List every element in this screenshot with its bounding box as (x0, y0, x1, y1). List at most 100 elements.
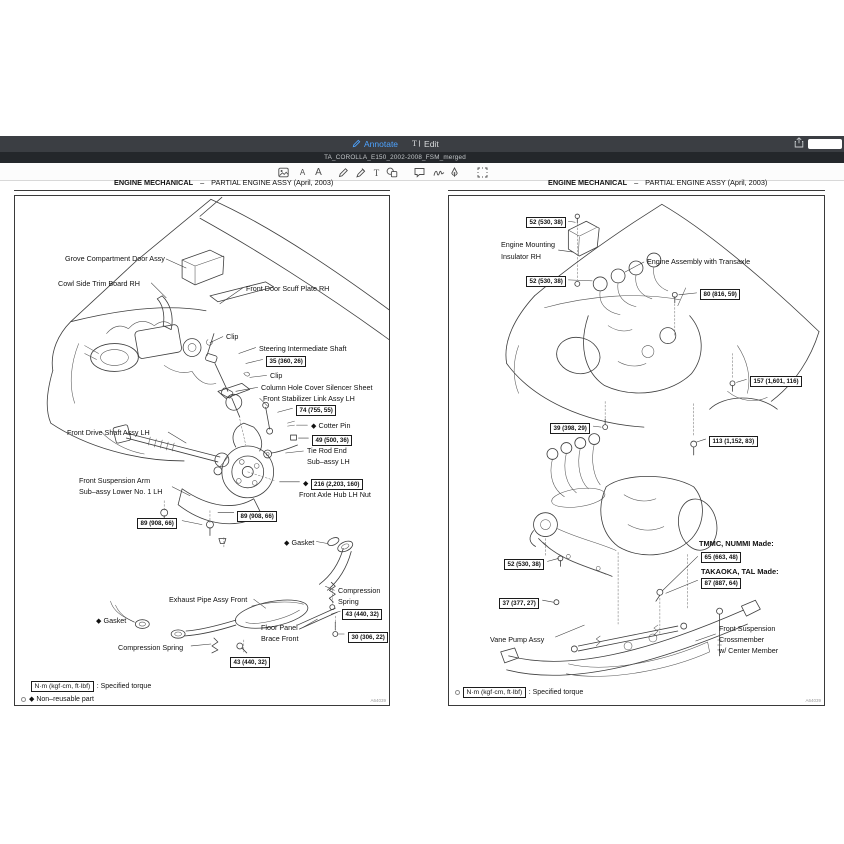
selection-icon[interactable] (476, 166, 489, 179)
torque-216-box: 216 (2,203, 160) (310, 479, 363, 490)
label-front-axle-hub-nut: Front Axle Hub LH Nut (299, 490, 371, 499)
thumbnails-icon[interactable] (277, 166, 290, 179)
annotate-button[interactable]: Annotate (352, 139, 398, 150)
torque-37-box: 37 (377, 27) (499, 598, 540, 609)
label-vane-pump: Vane Pump Assy (490, 635, 545, 644)
torque-37: 37 (377, 27) (499, 598, 540, 609)
torque-52-low-box: 52 (530, 38) (504, 559, 545, 570)
torque-65-box: 65 (663, 48) (701, 552, 742, 563)
torque-87: 87 (887, 64) (701, 578, 742, 589)
label-front-suspension-arm-2: Sub–assy Lower No. 1 LH (79, 487, 163, 496)
label-cowl-side-trim: Cowl Side Trim Board RH (58, 279, 140, 288)
legend-nonreusable: ◆ Non–reusable part (21, 695, 94, 703)
torque-35-box: 35 (360, 26) (266, 356, 307, 367)
diagram-art-left (46, 196, 389, 654)
label-front-crossmember-1: Front Suspension (719, 624, 776, 633)
page-header: ENGINE MECHANICAL–PARTIAL ENGINE ASSY (A… (448, 178, 825, 191)
label-cotter-pin: ◆ Cotter Pin (311, 421, 351, 430)
pen-icon[interactable] (448, 166, 461, 179)
window-titlebar: Annotate T Edit (0, 136, 844, 152)
torque-157: 157 (1,601, 116) (750, 376, 803, 387)
label-front-drive-shaft: Front Drive Shaft Assy LH (67, 428, 150, 437)
label-compression-spring-1b: Spring (338, 597, 359, 606)
label-exhaust-pipe-front: Exhaust Pipe Assy Front (169, 595, 248, 604)
label-floor-panel-brace-2: Brace Front (261, 634, 299, 643)
torque-52-mid-box: 52 (530, 38) (526, 276, 567, 287)
torque-43-upper-box: 43 (440, 32) (342, 609, 383, 620)
legend-torque: N·m (kgf·cm, ft·lbf) : Specified torque (455, 687, 583, 698)
label-front-suspension-arm-1: Front Suspension Arm (79, 476, 151, 485)
text-style-icon[interactable]: A (299, 168, 306, 177)
torque-80: 80 (816, 59) (700, 289, 741, 300)
torque-43-lower-box: 43 (440, 32) (230, 657, 271, 668)
signature-icon[interactable] (432, 166, 445, 179)
torque-157-box: 157 (1,601, 116) (750, 376, 803, 387)
label-clip-upper: Clip (226, 332, 239, 341)
edit-text-icon: T (412, 139, 421, 150)
legend-torque-box: N·m (kgf·cm, ft·lbf) (463, 687, 526, 698)
share-icon[interactable] (794, 135, 804, 153)
torque-113-box: 113 (1,152, 83) (709, 436, 758, 447)
link-ring-marker (21, 696, 26, 702)
torque-216: ◆ 216 (2,203, 160) (303, 479, 363, 490)
document-filename: TA_COROLLA_E150_2002-2008_FSM_merged (324, 154, 466, 161)
label-engine-assembly: Engine Assembly with Transaxle (647, 257, 751, 266)
font-icon[interactable]: A (315, 167, 322, 178)
label-compression-spring-2: Compression Spring (118, 643, 184, 652)
label-front-crossmember-2: Crossmember (719, 635, 765, 644)
label-engine-mounting-2: Insulator RH (501, 252, 541, 261)
label-gasket-upper: ◆ Gasket (284, 538, 315, 547)
edit-label: Edit (424, 139, 439, 149)
highlighter-icon[interactable] (354, 166, 367, 179)
torque-74: 74 (755, 55) (296, 405, 337, 416)
label-takaoka-tal: TAKAOKA, TAL Made: (701, 567, 779, 576)
label-tie-rod-end-2: Sub–assy LH (307, 457, 350, 466)
svg-text:T: T (412, 139, 417, 148)
search-input[interactable] (808, 139, 842, 149)
label-front-door-scuff-plate: Front Door Scuff Plate RH (246, 284, 330, 293)
label-clip-lower: Clip (270, 371, 283, 380)
torque-87-box: 87 (887, 64) (701, 578, 742, 589)
torque-52-top: 52 (530, 38) (526, 217, 567, 228)
torque-43-lower: 43 (440, 32) (230, 657, 271, 668)
shapes-icon[interactable] (385, 166, 398, 179)
non-reusable-diamond: ◆ (303, 478, 311, 488)
label-tmmc-nummi: TMMC, NUMMI Made: (699, 539, 774, 548)
label-front-crossmember-3: w/ Center Member (719, 646, 779, 655)
label-floor-panel-brace-1: Floor Panel (261, 623, 298, 632)
header-title: PARTIAL ENGINE ASSY (April, 2003) (645, 178, 768, 187)
label-engine-mounting-1: Engine Mounting (501, 240, 555, 249)
header-title: PARTIAL ENGINE ASSY (April, 2003) (211, 178, 334, 187)
torque-35: 35 (360, 26) (266, 356, 307, 367)
torque-65: 65 (663, 48) (701, 552, 742, 563)
header-section: ENGINE MECHANICAL (548, 178, 628, 187)
legend-torque-box: N·m (kgf·cm, ft·lbf) (31, 681, 94, 692)
header-section: ENGINE MECHANICAL (114, 178, 194, 187)
figure-code: A64039 (370, 698, 386, 703)
note-icon[interactable] (413, 166, 426, 179)
edit-button[interactable]: T Edit (412, 139, 439, 150)
label-glove-compartment-door: Grove Compartment Door Assy (65, 254, 165, 263)
text-tool-icon[interactable]: T (373, 167, 380, 178)
figure-code: A64039 (805, 698, 821, 703)
label-gasket-lower: ◆ Gasket (96, 616, 127, 625)
pdf-page-right: ENGINE MECHANICAL–PARTIAL ENGINE ASSY (A… (448, 178, 825, 706)
torque-89-right: 89 (908, 66) (237, 511, 278, 522)
torque-49-box: 49 (500, 36) (312, 435, 353, 446)
sketch-icon[interactable] (337, 166, 350, 179)
legend-torque: N·m (kgf·cm, ft·lbf) : Specified torque (31, 681, 151, 692)
annotation-toolbar: A A T (0, 163, 844, 181)
torque-39: 39 (398, 29) (550, 423, 591, 434)
torque-52-mid: 52 (530, 38) (526, 276, 567, 287)
label-front-stabilizer-link: Front Stabilizer Link Assy LH (263, 394, 355, 403)
torque-89-left-box: 89 (908, 66) (137, 518, 178, 529)
filename-bar: TA_COROLLA_E150_2002-2008_FSM_merged (0, 152, 844, 163)
label-tie-rod-end-1: Tie Rod End (307, 446, 347, 455)
torque-89-left: 89 (908, 66) (137, 518, 178, 529)
torque-39-box: 39 (398, 29) (550, 423, 591, 434)
torque-43-upper: 43 (440, 32) (342, 609, 383, 620)
torque-74-box: 74 (755, 55) (296, 405, 337, 416)
